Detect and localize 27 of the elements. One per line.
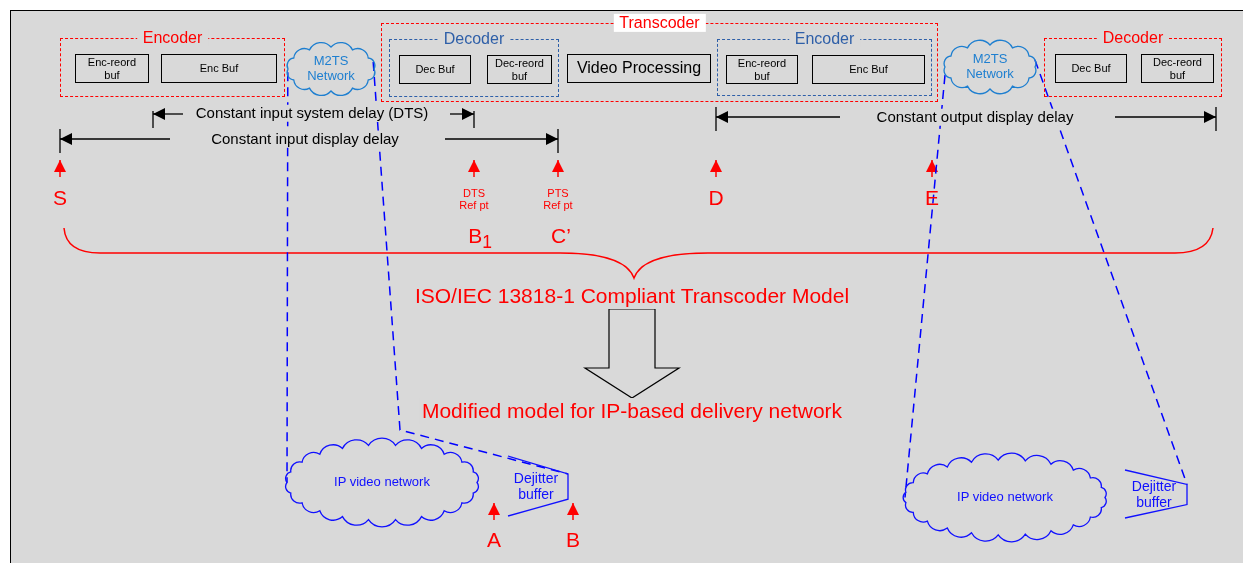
reference-point-label: DTS Ref pt [458, 186, 490, 212]
reference-point-label: PTS Ref pt [542, 186, 574, 212]
buffer-box: Dec Buf [1055, 54, 1127, 83]
network-cloud: IP video network [282, 440, 482, 525]
point-label: A [487, 528, 501, 552]
group-title: Transcoder [613, 13, 706, 33]
dashed-line [286, 71, 289, 484]
point-label: E [925, 186, 939, 210]
buffer-box: Enc Buf [812, 55, 925, 84]
buffer-box: Dec-reord buf [487, 55, 552, 84]
buffer-box: Dec-reord buf [1141, 54, 1214, 83]
dejitter-buffer: Dejitter buffer [1125, 470, 1187, 518]
point-label: D [708, 186, 724, 210]
buffer-box: Enc-reord buf [75, 54, 149, 83]
buffer-box: Dec Buf [399, 55, 471, 84]
block-arrow [582, 308, 682, 399]
point-label: S [53, 186, 67, 210]
point-label: C’ [551, 224, 571, 248]
network-cloud: IP video network [900, 455, 1110, 540]
dejitter-buffer: Dejitter buffer [508, 456, 568, 516]
buffer-box: Video Processing [567, 54, 711, 83]
buffer-box: Enc Buf [161, 54, 277, 83]
point-label: B [566, 528, 580, 552]
buffer-box: Enc-reord buf [726, 55, 798, 84]
network-cloud: M2TS Network [940, 40, 1040, 94]
network-cloud: M2TS Network [283, 42, 379, 96]
point-label: B$_{1}$ [468, 223, 492, 253]
